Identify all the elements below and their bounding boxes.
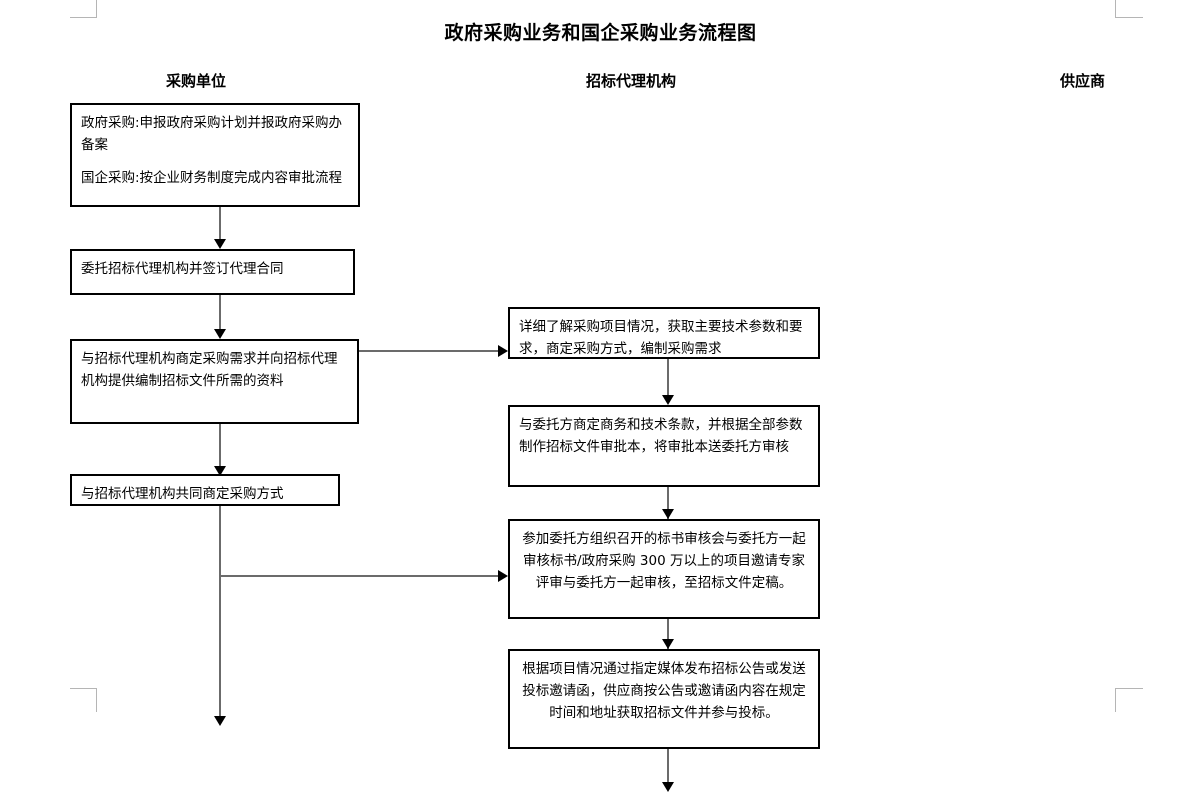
crop-mark-top-left	[70, 0, 97, 18]
process-node-a1-line1: 详细了解采购项目情况，获取主要技术参数和要求，商定采购方式，编制采购需求	[519, 319, 803, 357]
connector-p3-to-a1	[359, 350, 500, 352]
connector-a1-to-a2	[667, 359, 669, 397]
arrowhead-p3-to-p4	[214, 466, 226, 476]
connector-p3-to-p4	[219, 424, 221, 468]
arrowhead-purchaser-to-a3	[498, 570, 508, 582]
process-node-a3[interactable]: 参加委托方组织召开的标书审核会与委托方一起审核标书/政府采购 300 万以上的项…	[508, 519, 820, 619]
process-node-a4-line1: 根据项目情况通过指定媒体发布招标公告或发送投标邀请函，供应商按公告或邀请函内容在…	[522, 661, 806, 721]
process-node-a3-line1: 参加委托方组织召开的标书审核会与委托方一起审核标书/政府采购 300 万以上的项…	[522, 531, 806, 591]
connector-purchaser-to-a3	[219, 575, 500, 577]
process-node-a1[interactable]: 详细了解采购项目情况，获取主要技术参数和要求，商定采购方式，编制采购需求	[508, 307, 820, 359]
arrowhead-p2-to-p3	[214, 329, 226, 339]
lane-header-agency: 招标代理机构	[586, 72, 677, 90]
process-node-a4[interactable]: 根据项目情况通过指定媒体发布招标公告或发送投标邀请函，供应商按公告或邀请函内容在…	[508, 649, 820, 749]
arrowhead-a2-to-a3	[662, 509, 674, 519]
process-node-p2[interactable]: 委托招标代理机构并签订代理合同	[70, 249, 355, 295]
process-node-p1-line2: 国企采购:按企业财务制度完成内容审批流程	[81, 170, 343, 186]
process-node-p2-line1: 委托招标代理机构并签订代理合同	[81, 261, 284, 277]
arrowhead-p1-to-p2	[214, 239, 226, 249]
arrowhead-a1-to-a2	[662, 395, 674, 405]
lane-header-purchaser: 采购单位	[166, 72, 227, 90]
crop-mark-bottom-right	[1115, 688, 1143, 712]
arrowhead-p4-downflow	[214, 716, 226, 726]
process-node-p4[interactable]: 与招标代理机构共同商定采购方式	[70, 474, 340, 506]
arrowhead-p3-to-a1	[498, 345, 508, 357]
crop-mark-top-right	[1115, 0, 1143, 18]
process-node-p3[interactable]: 与招标代理机构商定采购需求并向招标代理机构提供编制招标文件所需的资料	[70, 339, 359, 424]
process-node-p4-line1: 与招标代理机构共同商定采购方式	[81, 486, 284, 502]
connector-p2-to-p3	[219, 295, 221, 331]
connector-p1-to-p2	[219, 207, 221, 241]
process-node-p1[interactable]: 政府采购:申报政府采购计划并报政府采购办备案 国企采购:按企业财务制度完成内容审…	[70, 103, 360, 207]
connector-a4-downflow	[667, 749, 669, 785]
process-node-p1-line1: 政府采购:申报政府采购计划并报政府采购办备案	[81, 115, 343, 153]
arrowhead-a3-to-a4	[662, 639, 674, 649]
crop-mark-bottom-left	[70, 688, 97, 712]
arrowhead-a4-downflow	[662, 782, 674, 792]
process-node-a2-line1: 与委托方商定商务和技术条款，并根据全部参数制作招标文件审批本，将审批本送委托方审…	[519, 417, 803, 455]
connector-p4-downflow	[219, 506, 221, 718]
connector-a2-to-a3	[667, 487, 669, 521]
connector-a3-to-a4	[667, 619, 669, 649]
process-node-p3-line1: 与招标代理机构商定采购需求并向招标代理机构提供编制招标文件所需的资料	[81, 351, 338, 389]
page-title: 政府采购业务和国企采购业务流程图	[444, 22, 757, 44]
lane-header-supplier: 供应商	[1060, 72, 1106, 90]
process-node-a2[interactable]: 与委托方商定商务和技术条款，并根据全部参数制作招标文件审批本，将审批本送委托方审…	[508, 405, 820, 487]
